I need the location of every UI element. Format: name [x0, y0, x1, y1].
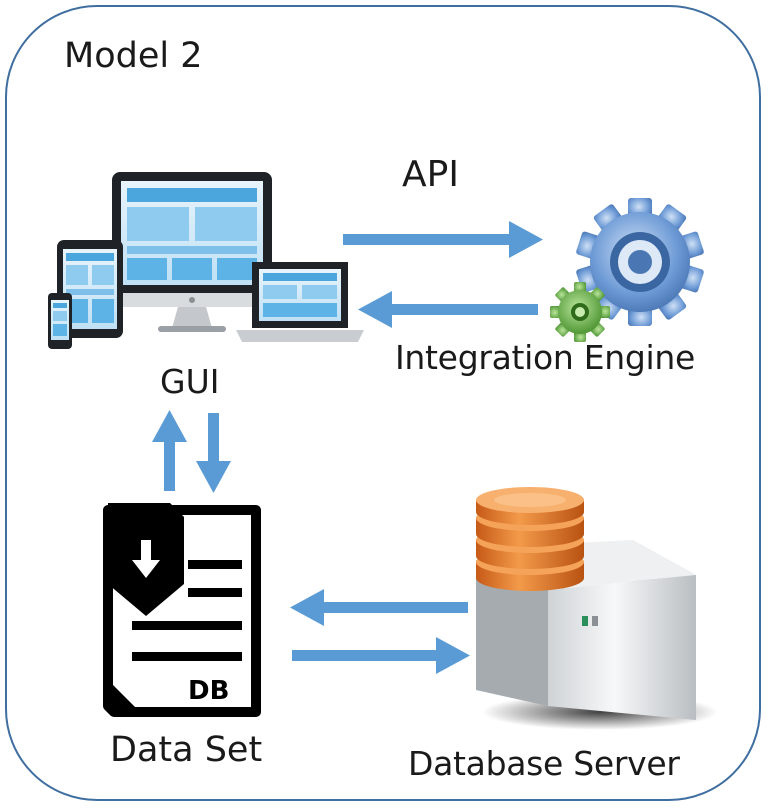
database-server-icon: [476, 487, 718, 730]
gears-icon: [550, 198, 704, 342]
arrow-left-api: [358, 291, 538, 328]
arrows: [152, 221, 543, 674]
monitor-icon: [112, 172, 272, 332]
data-set-label: Data Set: [110, 730, 263, 770]
arrow-right-api: [343, 221, 543, 258]
arrow-up-gui: [152, 410, 187, 491]
laptop-icon: [236, 262, 364, 342]
diagram-title: Model 2: [64, 36, 203, 76]
api-label: API: [402, 154, 459, 195]
database-server-label: Database Server: [408, 744, 680, 783]
phone-icon: [48, 293, 72, 349]
document-download-icon: DB: [103, 503, 261, 717]
large-gear-icon: [576, 198, 704, 326]
integration-engine-label: Integration Engine: [395, 338, 696, 377]
server-tower-icon: [476, 540, 696, 720]
gui-label: GUI: [160, 362, 220, 401]
small-gear-icon: [550, 282, 610, 342]
database-disks-icon: [476, 487, 584, 591]
arrow-down-dataset: [196, 413, 231, 493]
document-badge: DB: [188, 676, 229, 706]
arrow-right-dbserver: [292, 637, 470, 674]
devices-icon: [48, 172, 364, 349]
arrow-left-dataset: [290, 589, 468, 626]
